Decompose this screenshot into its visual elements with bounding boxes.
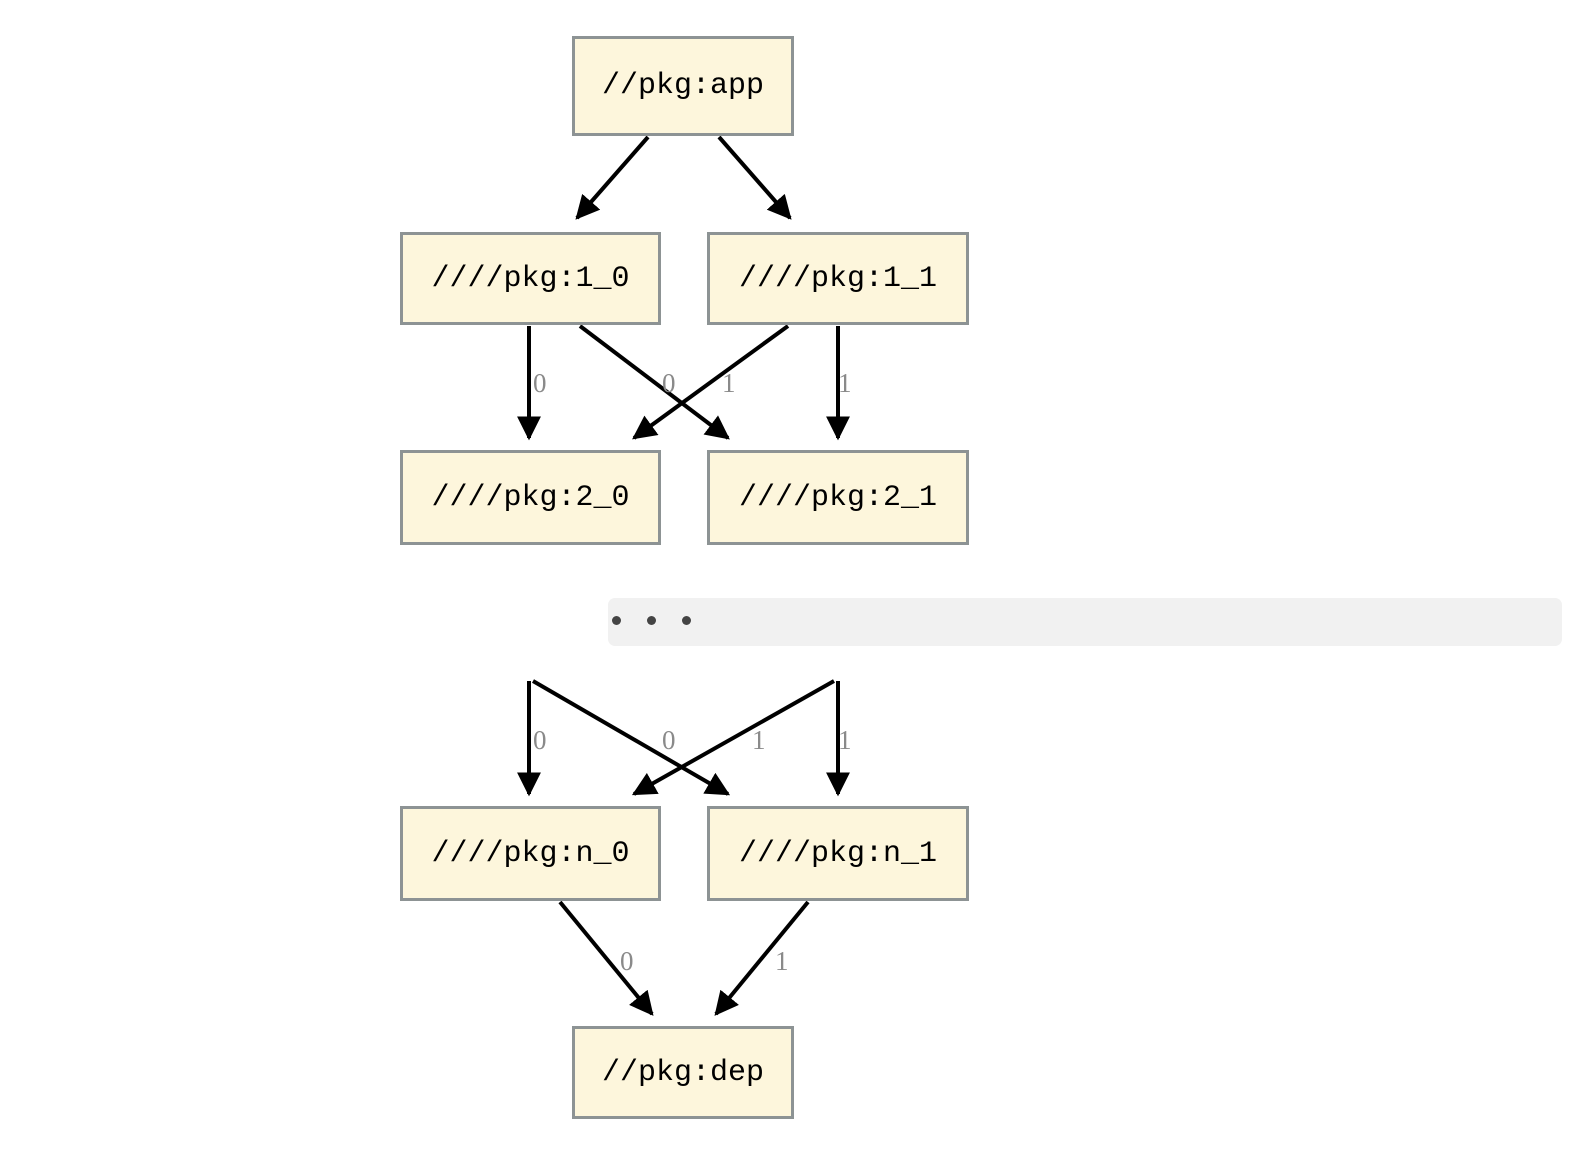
node-pkg-2_1[interactable]: ////pkg:2_1 xyxy=(707,450,969,545)
ellipsis-dot xyxy=(647,616,656,625)
edge-label-above-n_1: 1 xyxy=(838,725,852,755)
ellipsis-dot xyxy=(612,616,621,625)
edge-1_0-to-2_1 xyxy=(578,324,730,440)
node-pkg-1_0[interactable]: ////pkg:1_0 xyxy=(400,232,661,325)
edge-label-1_1-2_1: 1 xyxy=(838,368,852,398)
edge-label-above-n_0: 0 xyxy=(533,725,547,755)
ellipsis-dot xyxy=(682,616,691,625)
node-label: ////pkg:2_1 xyxy=(738,480,938,515)
edge-label-n_0-dep: 0 xyxy=(620,946,634,976)
node-label: //pkg:app xyxy=(601,69,765,103)
truncation-ellipsis-band xyxy=(608,598,1562,646)
edge-above-to-n_1-cross xyxy=(531,679,731,796)
node-pkg-app[interactable]: //pkg:app xyxy=(572,36,794,136)
node-pkg-n_0[interactable]: ////pkg:n_0 xyxy=(400,806,661,901)
edge-1_1-to-2_0 xyxy=(632,324,790,440)
node-label: //pkg:dep xyxy=(601,1055,765,1090)
edge-label-1_1-2_0: 1 xyxy=(722,368,736,398)
node-label: ////pkg:2_0 xyxy=(431,480,630,515)
edge-label-above-n_0-cross: 1 xyxy=(752,725,766,755)
node-label: ////pkg:1_0 xyxy=(431,261,630,296)
edge-n_0-to-dep xyxy=(558,900,654,1016)
node-pkg-n_1[interactable]: ////pkg:n_1 xyxy=(707,806,969,901)
edge-app-to-1_0 xyxy=(575,135,650,220)
edge-label-1_0-2_0: 0 xyxy=(533,368,547,398)
edge-app-to-1_1 xyxy=(717,135,792,220)
edge-n_1-to-dep xyxy=(714,900,810,1016)
node-label: ////pkg:n_0 xyxy=(431,836,630,871)
edge-label-n_1-dep: 1 xyxy=(775,946,789,976)
edge-label-above-n_1-cross: 0 xyxy=(662,725,676,755)
node-pkg-2_0[interactable]: ////pkg:2_0 xyxy=(400,450,661,545)
node-pkg-1_1[interactable]: ////pkg:1_1 xyxy=(707,232,969,325)
node-label: ////pkg:1_1 xyxy=(738,261,938,296)
node-pkg-dep[interactable]: //pkg:dep xyxy=(572,1026,794,1119)
node-label: ////pkg:n_1 xyxy=(738,836,938,871)
edge-label-1_0-2_1: 0 xyxy=(662,368,676,398)
